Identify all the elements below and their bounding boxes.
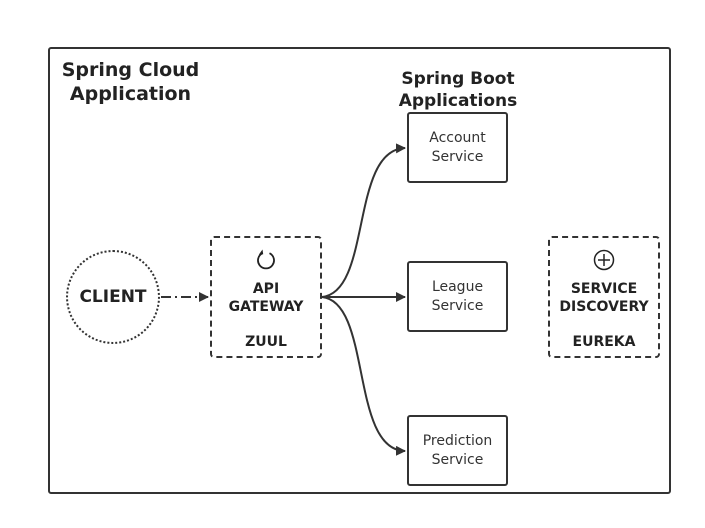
spring-cloud-title-line1: Spring Cloud [61, 59, 200, 81]
service-discovery-node: SERVICE DISCOVERY EUREKA [548, 236, 660, 358]
service-discovery-label-line2: DISCOVERY [559, 299, 649, 315]
api-gateway-node: API GATEWAY ZUUL [210, 236, 322, 358]
account-service-label-line1: Account [429, 129, 486, 146]
gateway-to-account-arrow [321, 143, 406, 298]
gateway-to-prediction-arrow [321, 296, 406, 456]
api-gateway-label: API GATEWAY [212, 280, 320, 316]
refresh-icon [257, 249, 275, 270]
spring-boot-title-line2: Applications [398, 91, 518, 111]
spring-boot-title-line1: Spring Boot [401, 69, 515, 89]
service-discovery-label: SERVICE DISCOVERY [550, 280, 658, 316]
spring-cloud-application-frame [48, 47, 671, 494]
plus-circle-icon [593, 249, 615, 271]
api-gateway-label-line2: GATEWAY [228, 299, 304, 315]
service-discovery-label-line1: SERVICE [570, 281, 638, 297]
eureka-label: EUREKA [572, 334, 636, 350]
zuul-label: ZUUL [245, 334, 287, 350]
spring-boot-title: Spring Boot Applications [392, 68, 524, 112]
client-node: CLIENT [66, 250, 160, 344]
account-service-node: Account Service [407, 112, 508, 183]
account-service-label-line2: Service [431, 148, 484, 165]
league-service-label-line2: Service [431, 297, 484, 314]
prediction-service-label-line2: Service [431, 451, 484, 468]
prediction-service-label-line1: Prediction [422, 432, 493, 449]
api-gateway-label-line1: API [252, 281, 280, 297]
league-service-label-line1: League [431, 278, 484, 295]
league-service-node: League Service [407, 261, 508, 332]
spring-cloud-title: Spring Cloud Application [58, 58, 203, 106]
prediction-service-node: Prediction Service [407, 415, 508, 486]
spring-cloud-title-line2: Application [69, 83, 192, 105]
client-label: CLIENT [79, 287, 147, 307]
